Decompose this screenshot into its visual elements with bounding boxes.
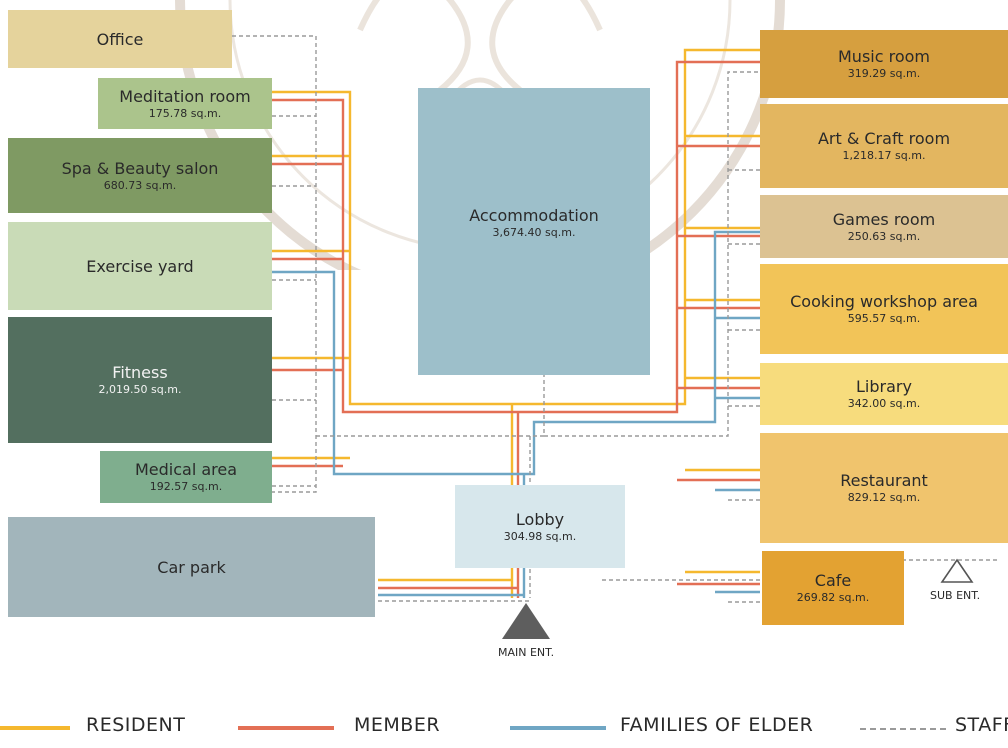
room-meditation[interactable]: Meditation room 175.78 sq.m.: [98, 78, 272, 129]
room-name: Games room: [832, 209, 936, 229]
room-name: Meditation room: [119, 86, 251, 106]
legend-member-label: MEMBER: [354, 714, 441, 736]
room-name: Office: [96, 29, 144, 49]
room-lobby[interactable]: Lobby 304.98 sq.m.: [455, 485, 625, 568]
room-area: 680.73 sq.m.: [103, 178, 177, 192]
room-name: Restaurant: [840, 471, 928, 490]
room-name: Car park: [157, 557, 226, 577]
legend-resident-label: RESIDENT: [86, 714, 186, 736]
room-name: Accommodation: [469, 206, 599, 225]
room-area: 269.82 sq.m.: [796, 591, 870, 604]
room-cooking[interactable]: Cooking workshop area 595.57 sq.m.: [760, 264, 1008, 354]
legend-resident-swatch: [0, 726, 70, 730]
room-area: 175.78 sq.m.: [148, 106, 222, 120]
room-name: Cafe: [814, 571, 852, 590]
room-accommodation[interactable]: Accommodation 3,674.40 sq.m.: [418, 88, 650, 375]
room-medical[interactable]: Medical area 192.57 sq.m.: [100, 451, 272, 503]
room-name: Cooking workshop area: [790, 292, 978, 311]
room-area: 319.29 sq.m.: [847, 67, 921, 80]
main-entrance-label: MAIN ENT.: [498, 646, 555, 659]
room-music[interactable]: Music room 319.29 sq.m.: [760, 30, 1008, 98]
main-entrance-icon: [502, 603, 550, 639]
room-area: 3,674.40 sq.m.: [492, 226, 576, 239]
legend-staff-label: STAFF: [955, 714, 1008, 736]
room-carpark[interactable]: Car park: [8, 517, 375, 617]
member-routes: [272, 60, 760, 598]
room-fitness[interactable]: Fitness 2,019.50 sq.m.: [8, 317, 272, 443]
room-area: 250.63 sq.m.: [847, 229, 921, 243]
legend-families-label: FAMILIES OF ELDER: [620, 714, 814, 736]
sub-entrance-icon: [940, 558, 974, 583]
room-area: 2,019.50 sq.m.: [98, 383, 182, 396]
staff-route-right: [544, 71, 1000, 603]
resident-route-left: [272, 48, 760, 574]
staff-route-left: [232, 35, 545, 493]
room-name: Lobby: [515, 509, 565, 529]
room-area: 1,218.17 sq.m.: [842, 149, 926, 162]
legend-member-swatch: [238, 726, 334, 730]
room-area: 192.57 sq.m.: [149, 480, 223, 493]
room-area: 342.00 sq.m.: [847, 397, 921, 410]
room-name: Spa & Beauty salon: [61, 158, 219, 178]
room-name: Art & Craft room: [817, 129, 951, 148]
room-restaurant[interactable]: Restaurant 829.12 sq.m.: [760, 433, 1008, 543]
member-route-left: [272, 60, 760, 586]
room-spa[interactable]: Spa & Beauty salon 680.73 sq.m.: [8, 138, 272, 213]
room-library[interactable]: Library 342.00 sq.m.: [760, 363, 1008, 425]
room-cafe[interactable]: Cafe 269.82 sq.m.: [762, 551, 904, 625]
sub-entrance-label: SUB ENT.: [930, 589, 981, 602]
room-office[interactable]: Office: [8, 10, 232, 68]
room-art[interactable]: Art & Craft room 1,218.17 sq.m.: [760, 104, 1008, 188]
room-area: 304.98 sq.m.: [503, 529, 577, 543]
room-area: 829.12 sq.m.: [847, 491, 921, 504]
families-route-left: [272, 230, 760, 594]
room-name: Fitness: [112, 363, 168, 382]
room-area: 595.57 sq.m.: [847, 312, 921, 325]
room-exercise[interactable]: Exercise yard: [8, 222, 272, 310]
room-name: Medical area: [134, 460, 238, 479]
legend-staff-swatch: [860, 728, 946, 730]
room-name: Music room: [838, 47, 930, 66]
legend-families-swatch: [510, 726, 606, 730]
room-games[interactable]: Games room 250.63 sq.m.: [760, 195, 1008, 258]
room-name: Library: [856, 377, 912, 396]
room-name: Exercise yard: [86, 256, 194, 276]
